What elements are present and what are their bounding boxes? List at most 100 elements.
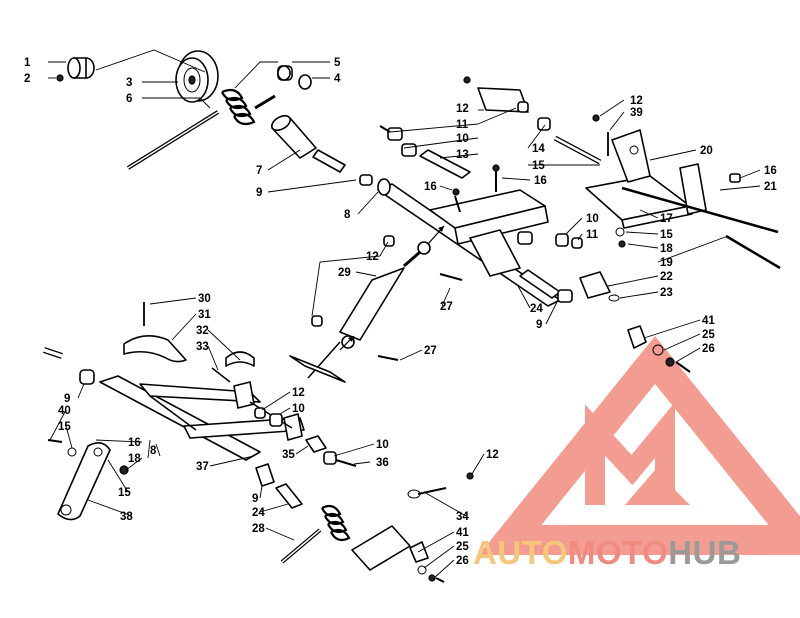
leader-lines [48, 49, 761, 579]
bushing-part-9-lower [255, 463, 275, 487]
bushing-part-10-right [555, 233, 569, 247]
bracket-part-22 [579, 271, 611, 299]
callout-31: 31 [198, 309, 211, 321]
sleeve-part-7 [271, 114, 346, 173]
callout-18-lower: 18 [128, 453, 141, 465]
callout-25-lower: 25 [456, 541, 469, 553]
callout-8-lower: 8 [150, 445, 157, 457]
callout-12-top: 12 [456, 103, 469, 115]
bushing-part-10-mid [269, 413, 283, 427]
callout-6: 6 [126, 93, 132, 105]
link-arm-part-38 [57, 442, 111, 521]
callout-10-mid: 10 [292, 403, 305, 415]
washer-part-41-right [627, 325, 647, 349]
nut-part-26-lower [428, 574, 436, 582]
washer-part-25-lower [417, 565, 427, 575]
callout-16-lower: 16 [128, 437, 141, 449]
callout-15-right: 15 [660, 229, 673, 241]
link-part-34 [407, 487, 447, 499]
callout-37: 37 [196, 461, 209, 473]
callout-27-top: 27 [440, 301, 453, 313]
callout-39: 39 [630, 107, 643, 119]
callout-28: 28 [252, 523, 265, 535]
bolt-part-27-bottom [377, 355, 399, 361]
rail-bracket-part-17 [585, 129, 707, 229]
bushing-part-9-top [359, 174, 373, 186]
shock-mount-bracket [289, 355, 346, 383]
washer-part-15-right [615, 227, 625, 237]
callout-labels: 1 2 3 6 5 4 7 9 8 12 11 10 13 12 39 14 1… [24, 57, 777, 567]
suspension-arm-frame [429, 164, 549, 277]
callout-5: 5 [334, 57, 341, 69]
callout-9-right: 9 [536, 319, 542, 331]
bolt-part-33 [211, 367, 231, 383]
bracket-part-12 [463, 76, 609, 165]
front-arm-frame [99, 375, 305, 461]
callout-16-left: 16 [424, 181, 437, 193]
callout-40: 40 [58, 405, 71, 417]
callout-27-bottom: 27 [424, 345, 437, 357]
bolt-part-27-top [439, 273, 463, 281]
nut-part-16-right [729, 173, 741, 183]
callout-41-right: 41 [702, 315, 715, 327]
callout-12-right: 12 [630, 95, 643, 107]
callout-19: 19 [660, 257, 673, 269]
bushing-part-10-lower [323, 451, 337, 465]
nut-part-12-lower [466, 472, 474, 480]
bushing-part-12-mid [254, 407, 266, 419]
bolt-part-19 [725, 234, 781, 270]
callout-11-right: 11 [586, 229, 599, 241]
callout-41-lower: 41 [456, 527, 469, 539]
callout-33: 33 [196, 341, 209, 353]
bolt-part-40 [47, 439, 63, 443]
callout-21: 21 [764, 181, 777, 193]
callout-8-top: 8 [344, 209, 351, 221]
nut-part-18-right [618, 240, 626, 248]
bushing-part-9-right [557, 289, 573, 303]
callout-22: 22 [660, 271, 673, 283]
callout-9-lower: 9 [252, 493, 258, 505]
callout-10-right: 10 [586, 213, 599, 225]
torsion-spring-part-28 [280, 504, 351, 564]
callout-32: 32 [196, 325, 209, 337]
bolt-part-21 [621, 186, 779, 234]
watermark-text: AUTOMOTOHUB [473, 534, 741, 571]
callout-3: 3 [126, 77, 132, 89]
callout-35: 35 [282, 449, 295, 461]
nut-part-18-lower [119, 465, 129, 475]
callout-9-top: 9 [256, 187, 262, 199]
lower-assembly [43, 302, 474, 583]
bushing-part-1 [67, 57, 95, 79]
callout-26-right: 26 [702, 343, 715, 355]
callout-16-right: 16 [764, 165, 777, 177]
torsion-spring-part-6 [126, 88, 276, 170]
callout-12-mid: 12 [292, 387, 305, 399]
nut-part-26-right [665, 357, 675, 367]
callout-11-top: 11 [456, 119, 469, 131]
bushing-part-5 [277, 65, 293, 81]
callout-15-top: 15 [532, 160, 545, 172]
washer-part-15-left [67, 447, 77, 457]
callout-24-lower: 24 [252, 507, 265, 519]
callout-7: 7 [256, 165, 262, 177]
callout-12-lower: 12 [486, 449, 499, 461]
callout-24-right: 24 [530, 303, 543, 315]
callout-10-top: 10 [456, 133, 469, 145]
callout-36: 36 [376, 457, 389, 469]
callout-23: 23 [660, 287, 673, 299]
alignment-arrows [339, 225, 445, 351]
callout-29: 29 [338, 267, 351, 279]
callout-14: 14 [532, 143, 545, 155]
callout-9-left: 9 [64, 393, 70, 405]
callout-13: 13 [456, 149, 469, 161]
callout-17: 17 [660, 213, 673, 225]
callout-26-lower: 26 [456, 555, 469, 567]
callout-16-mid: 16 [534, 175, 547, 187]
watermark-moto: MOTO [568, 534, 668, 571]
mount-bracket-lower [351, 525, 411, 571]
washer-part-25-right [652, 344, 664, 356]
clip-part-31 [123, 335, 187, 363]
callout-15-lower: 15 [118, 487, 131, 499]
shaft-part-24-lower [275, 483, 303, 509]
